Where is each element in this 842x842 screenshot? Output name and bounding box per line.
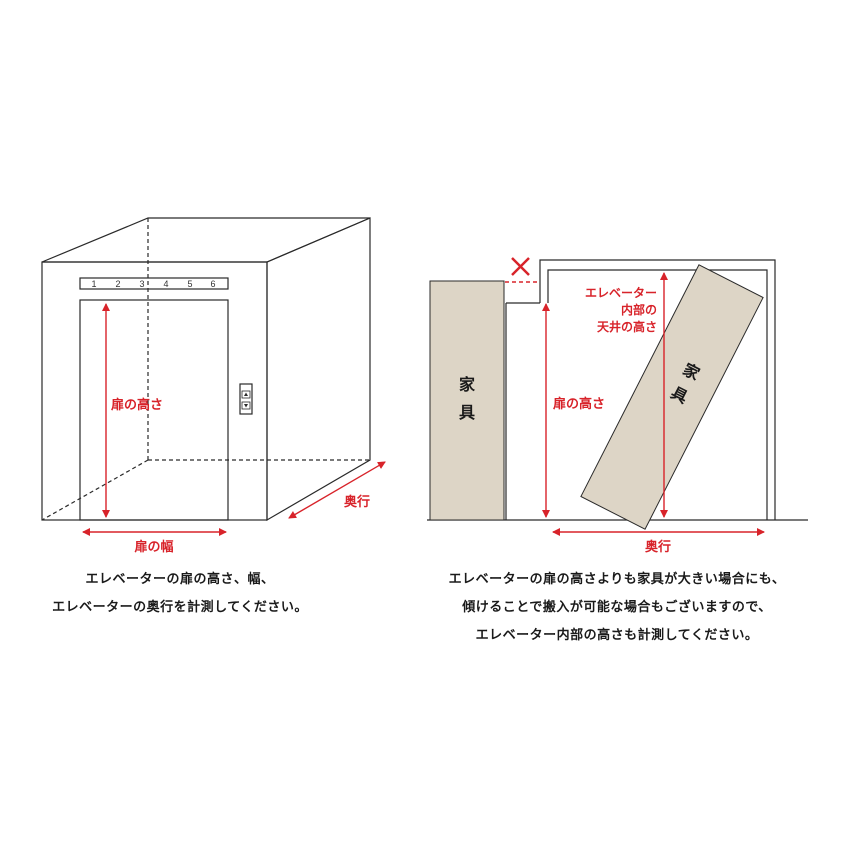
right-caption-line3: エレベーター内部の高さも計測してください。 — [475, 628, 759, 643]
floor-number: 6 — [210, 279, 215, 289]
floor-indicator — [79, 277, 229, 290]
furniture-label: 具 — [668, 383, 691, 407]
elevator-outer-wall — [539, 259, 776, 520]
elevator-door — [79, 299, 229, 521]
ceiling-label-line1: エレベーター — [585, 286, 657, 300]
right-dimensions — [542, 272, 765, 536]
left-caption-line2: エレベーターの奥行を計測してください。 — [52, 600, 308, 615]
right-caption-line1: エレベーターの扉の高さよりも家具が大きい場合にも、 — [448, 572, 786, 587]
floor-number: 3 — [139, 279, 144, 289]
furniture-upright — [429, 280, 505, 521]
floor-number: 5 — [187, 279, 192, 289]
elevator-cross-section — [505, 259, 776, 520]
door-width-label: 扉の幅 — [134, 539, 173, 555]
door-height-label: 扉の高さ — [553, 396, 605, 412]
elevator-inner-wall — [506, 269, 768, 520]
ceiling-label-line2: 内部の — [621, 302, 657, 317]
floor-numbers: 1 2 3 4 5 6 — [91, 279, 215, 289]
up-arrow-icon — [244, 392, 248, 396]
left-dimensions — [82, 303, 386, 536]
cube-front — [41, 261, 268, 521]
furniture-tilted — [580, 264, 764, 530]
furniture-label: 具 — [459, 403, 475, 422]
depth-label: 奥行 — [645, 539, 671, 555]
floor-number: 1 — [91, 279, 96, 289]
down-arrow-icon — [244, 404, 248, 408]
depth-label: 奥行 — [344, 494, 370, 510]
depth-arrow — [288, 461, 386, 519]
left-caption-line1: エレベーターの扉の高さ、幅、 — [85, 572, 275, 587]
call-button-panel — [239, 383, 253, 415]
ceiling-label-line3: 天井の高さ — [597, 319, 657, 334]
right-caption-line2: 傾けることで搬入が可能な場合もございますので、 — [462, 600, 772, 615]
elevator-cube — [41, 217, 371, 522]
floor-number: 2 — [115, 279, 120, 289]
call-buttons — [241, 390, 251, 410]
cube-top — [41, 217, 371, 263]
blocked-marker — [511, 257, 530, 276]
furniture-label: 家 — [459, 375, 476, 394]
floor-number: 4 — [163, 279, 168, 289]
cube-side — [266, 217, 371, 522]
door-height-label: 扉の高さ — [111, 397, 163, 413]
hidden-edge — [41, 459, 149, 521]
